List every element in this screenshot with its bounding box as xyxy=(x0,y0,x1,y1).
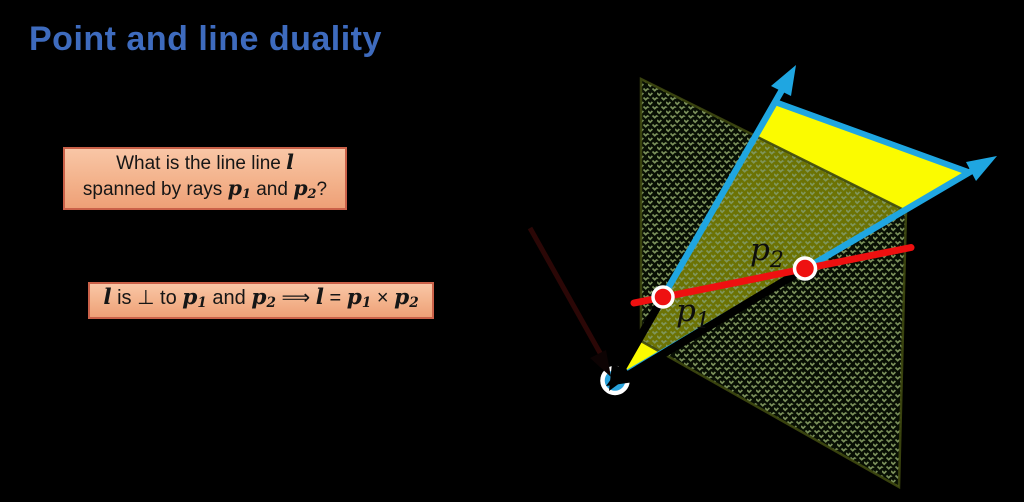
camera-center-point xyxy=(600,365,630,396)
pointer-arrow-head xyxy=(590,350,611,377)
ray-1-arrowhead xyxy=(771,65,796,96)
ray-2 xyxy=(613,156,997,384)
ray-1-shaft xyxy=(612,81,789,383)
black-arrow-p1 xyxy=(609,295,667,391)
black-arrow-p2-shaft xyxy=(622,265,808,381)
p2-label-sub: 2 xyxy=(769,248,784,273)
point-p1 xyxy=(651,285,675,309)
pointer-arrow-camera-center xyxy=(527,226,611,377)
ray-2-shaft xyxy=(613,166,977,384)
point-p2 xyxy=(792,256,818,281)
black-arrow-p1-head xyxy=(609,363,632,391)
black-arrow-p2-head xyxy=(606,363,634,386)
spanned-plane-triangle xyxy=(615,102,968,381)
ray-2-arrowhead xyxy=(966,156,997,181)
answer-box: l is ⊥ to p1 and p2 ⟹ l = p1 × p2 xyxy=(88,282,434,319)
span-far-edge xyxy=(773,99,970,175)
answer-line: l is ⊥ to p1 and p2 ⟹ l = p1 × p2 xyxy=(103,285,419,311)
p2-label-base: p xyxy=(750,232,770,268)
question-box: What is the line line l spanned by rays … xyxy=(63,147,347,210)
slide-title: Point and line duality xyxy=(29,20,382,58)
ray-1 xyxy=(612,65,796,383)
pointer-arrow-shaft xyxy=(527,226,607,362)
p2-label: p2 xyxy=(750,232,784,273)
image-plane xyxy=(639,76,908,490)
p1-label-base: p xyxy=(676,293,696,329)
p1-label-sub: 1 xyxy=(696,309,710,334)
question-line-1: What is the line line l xyxy=(116,150,294,175)
black-arrow-p2 xyxy=(606,265,808,386)
line-l xyxy=(630,244,915,307)
black-arrow-p1-shaft xyxy=(616,295,667,374)
question-line-2: spanned by rays p1 and p2? xyxy=(82,176,328,202)
p1-label: p1 xyxy=(676,293,710,334)
